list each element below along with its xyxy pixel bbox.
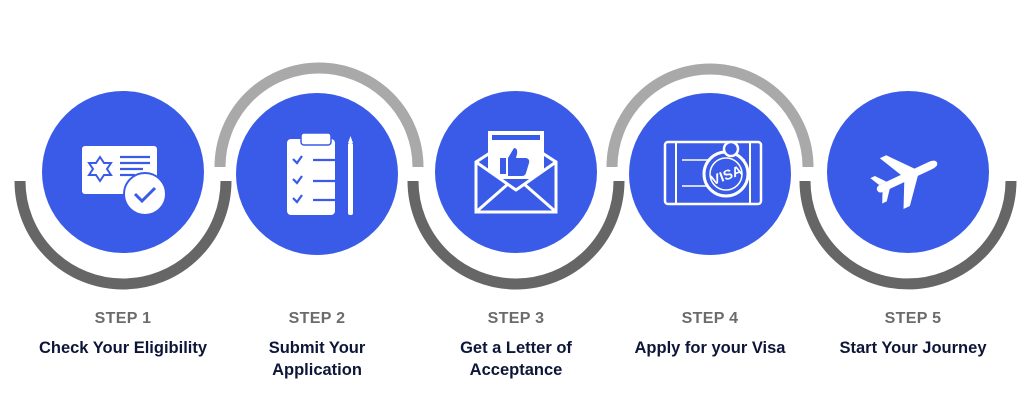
step-title: Submit Your Application — [268, 339, 366, 379]
step-2: STEP 2 Submit Your Application — [217, 310, 417, 381]
eligibility-card-check-icon — [82, 146, 167, 216]
visa-stamp-icon: VISA — [663, 140, 763, 206]
step-label: STEP 1 — [94, 310, 152, 327]
step-4: STEP 4 Apply for your Visa — [610, 310, 810, 359]
step-label: STEP 2 — [288, 310, 346, 327]
step-5: STEP 5 Start Your Journey — [813, 310, 1013, 359]
step-title: Get a Letter of Acceptance — [460, 339, 572, 379]
envelope-thumbs-up-icon — [474, 131, 558, 214]
step-label: STEP 5 — [884, 310, 942, 327]
step-label: STEP 4 — [681, 310, 739, 327]
step-4-arc — [606, 63, 814, 168]
step-title: Start Your Journey — [839, 339, 987, 357]
step-5-arc — [799, 180, 1017, 290]
step-title: Check Your Eligibility — [38, 339, 208, 357]
clipboard-checklist-icon — [287, 132, 353, 215]
step-1: STEP 1 Check Your Eligibility — [23, 310, 223, 359]
step-title: Apply for your Visa — [634, 339, 786, 357]
step-label: STEP 3 — [487, 310, 545, 327]
step-2-arc — [214, 62, 424, 168]
step-3-arc — [407, 180, 625, 290]
steps-graphic: VISA — [14, 62, 1017, 290]
step-1-arc — [14, 180, 232, 290]
step-3: STEP 3 Get a Letter of Acceptance — [416, 310, 616, 381]
airplane-icon — [870, 155, 938, 209]
